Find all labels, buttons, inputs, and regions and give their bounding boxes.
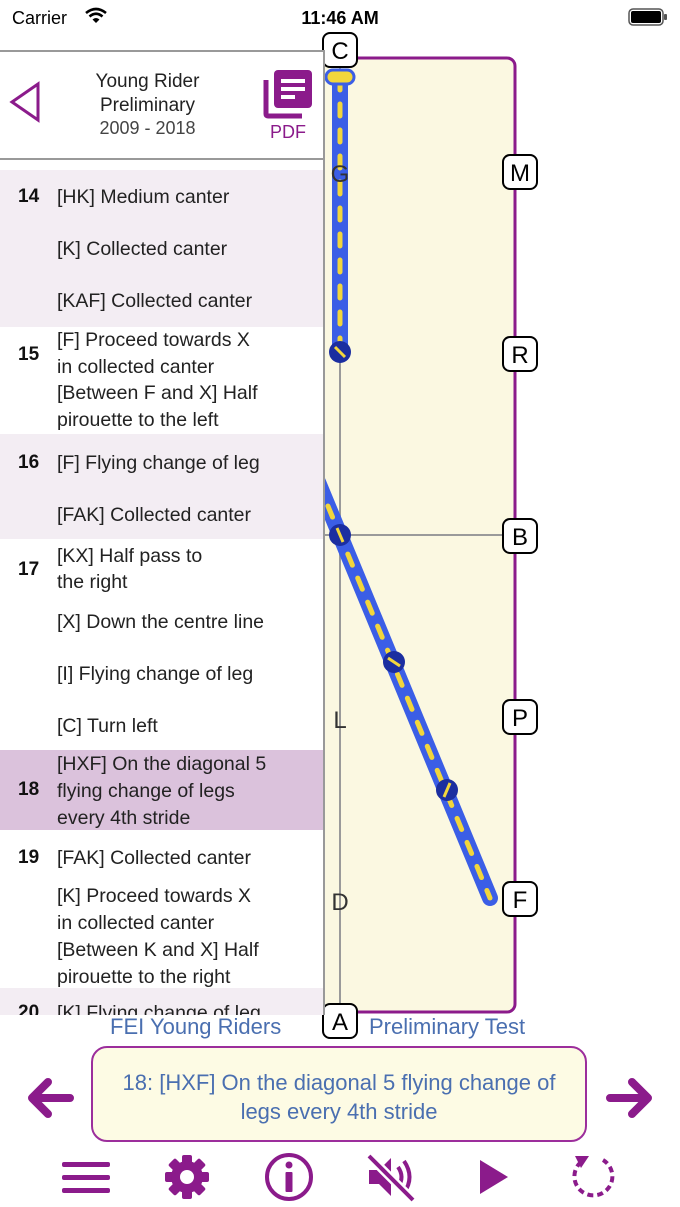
movement-line: [I] Flying change of leg xyxy=(57,663,254,685)
movement-number: 18 xyxy=(18,779,40,800)
movement-line: pirouette to the left xyxy=(57,409,219,431)
pdf-label: PDF xyxy=(270,122,306,142)
carrier-label: Carrier xyxy=(12,8,68,28)
movement-row[interactable]: 16 [F] Flying change of leg [FAK] Collec… xyxy=(0,434,323,539)
speaker-mute-icon[interactable] xyxy=(361,1150,421,1204)
movement-line: [FAK] Collected canter xyxy=(57,504,252,526)
svg-text:B: B xyxy=(512,524,528,551)
menu-icon[interactable] xyxy=(56,1150,116,1204)
arena-letter-r: R xyxy=(502,336,538,372)
movement-number: 14 xyxy=(18,186,40,207)
gear-icon[interactable] xyxy=(157,1150,217,1204)
footer-title-right: Preliminary Test xyxy=(369,1014,526,1039)
arena-letter-p: P xyxy=(502,699,538,735)
movement-number: 20 xyxy=(18,1002,40,1015)
svg-text:P: P xyxy=(512,705,528,732)
arrow-right-icon[interactable] xyxy=(602,1070,658,1126)
movement-line: [F] Flying change of leg xyxy=(57,452,260,474)
movement-number: 19 xyxy=(18,847,40,868)
stride-marker xyxy=(436,779,458,801)
movement-line: every 4th stride xyxy=(57,807,191,829)
movement-row[interactable]: 14 [HK] Medium canter [K] Collected cant… xyxy=(0,170,323,327)
movement-row[interactable]: 17 [KX] Half pass to the right [X] Down … xyxy=(0,539,323,750)
movement-row[interactable]: 20 [K] Flying change of leg xyxy=(0,988,323,1015)
movement-list-panel: Young Rider Preliminary 2009 - 2018 PDF … xyxy=(0,50,325,1015)
arena-letter-a: A xyxy=(322,1003,358,1039)
path-start-marker xyxy=(324,68,356,86)
panel-header: Young Rider Preliminary 2009 - 2018 PDF xyxy=(0,52,323,160)
info-icon[interactable] xyxy=(259,1150,319,1204)
stride-markers xyxy=(329,341,458,801)
svg-text:M: M xyxy=(510,160,530,187)
movement-line: [FAK] Collected canter xyxy=(57,847,252,869)
movement-line: flying change of legs xyxy=(57,780,235,802)
stride-marker xyxy=(329,524,351,546)
movement-line: [K] Flying change of leg xyxy=(57,1002,261,1015)
movement-line: [X] Down the centre line xyxy=(57,611,265,633)
play-icon[interactable] xyxy=(462,1150,522,1204)
arena-letter-c: C xyxy=(322,32,358,68)
movement-line: in collected canter xyxy=(57,356,215,378)
replay-icon[interactable] xyxy=(563,1150,623,1204)
movement-line: in collected canter xyxy=(57,912,215,934)
svg-text:F: F xyxy=(513,887,528,914)
back-triangle-icon[interactable] xyxy=(8,80,44,124)
centre-letter-l: L xyxy=(333,707,346,734)
current-movement-box: 18: [HXF] On the diagonal 5 flying chang… xyxy=(91,1046,587,1142)
svg-text:A: A xyxy=(332,1009,348,1036)
movement-line: [C] Turn left xyxy=(57,715,158,737)
movement-line: [HXF] On the diagonal 5 xyxy=(57,753,267,775)
movement-line: pirouette to the right xyxy=(57,966,231,988)
stride-marker xyxy=(383,651,405,673)
movement-line: [KX] Half pass to xyxy=(57,545,203,567)
arena-letter-b: B xyxy=(502,518,538,554)
movement-line: [F] Proceed towards X xyxy=(57,329,250,351)
movement-row[interactable]: 19 [FAK] Collected canter [K] Proceed to… xyxy=(0,830,323,988)
test-years: 2009 - 2018 xyxy=(99,118,196,138)
centre-letter-d: D xyxy=(331,889,348,916)
movement-number: 15 xyxy=(18,344,40,365)
rider-path xyxy=(310,68,498,906)
arena-letter-m: M xyxy=(502,154,538,190)
movement-line: the right xyxy=(57,571,128,593)
arrow-left-icon[interactable] xyxy=(22,1070,78,1126)
arena-letter-f: F xyxy=(502,881,538,917)
movement-line: [K] Proceed towards X xyxy=(57,885,252,907)
movement-line: [Between F and X] Half xyxy=(57,382,258,404)
status-bar: Carrier 11:46 AM xyxy=(0,0,680,40)
current-movement-text: 18: [HXF] On the diagonal 5 flying chang… xyxy=(122,1070,556,1124)
footer-title-left: FEI Young Riders xyxy=(110,1014,282,1039)
path-dash-diagonal xyxy=(315,479,493,901)
movement-number: 16 xyxy=(18,452,40,473)
movement-line: [KAF] Collected canter xyxy=(57,290,253,312)
movement-number: 17 xyxy=(18,559,40,580)
movement-line: [K] Collected canter xyxy=(57,238,228,260)
svg-text:R: R xyxy=(511,342,528,369)
test-title: Young Rider Preliminary xyxy=(95,71,200,116)
centre-letter-g: G xyxy=(331,161,350,188)
movement-row-selected[interactable]: 18 [HXF] On the diagonal 5 flying change… xyxy=(0,750,323,830)
document-stack-icon xyxy=(263,70,312,119)
movement-line: [HK] Medium canter xyxy=(57,186,230,208)
movement-row[interactable]: 15 [F] Proceed towards X in collected ca… xyxy=(0,327,323,434)
movement-line: [Between K and X] Half xyxy=(57,939,259,961)
battery-icon xyxy=(628,8,667,26)
stride-marker xyxy=(329,341,351,363)
wifi-icon xyxy=(85,7,107,23)
clock: 11:46 AM xyxy=(301,8,379,28)
pdf-button[interactable]: PDF xyxy=(258,66,318,146)
svg-text:C: C xyxy=(331,38,348,65)
